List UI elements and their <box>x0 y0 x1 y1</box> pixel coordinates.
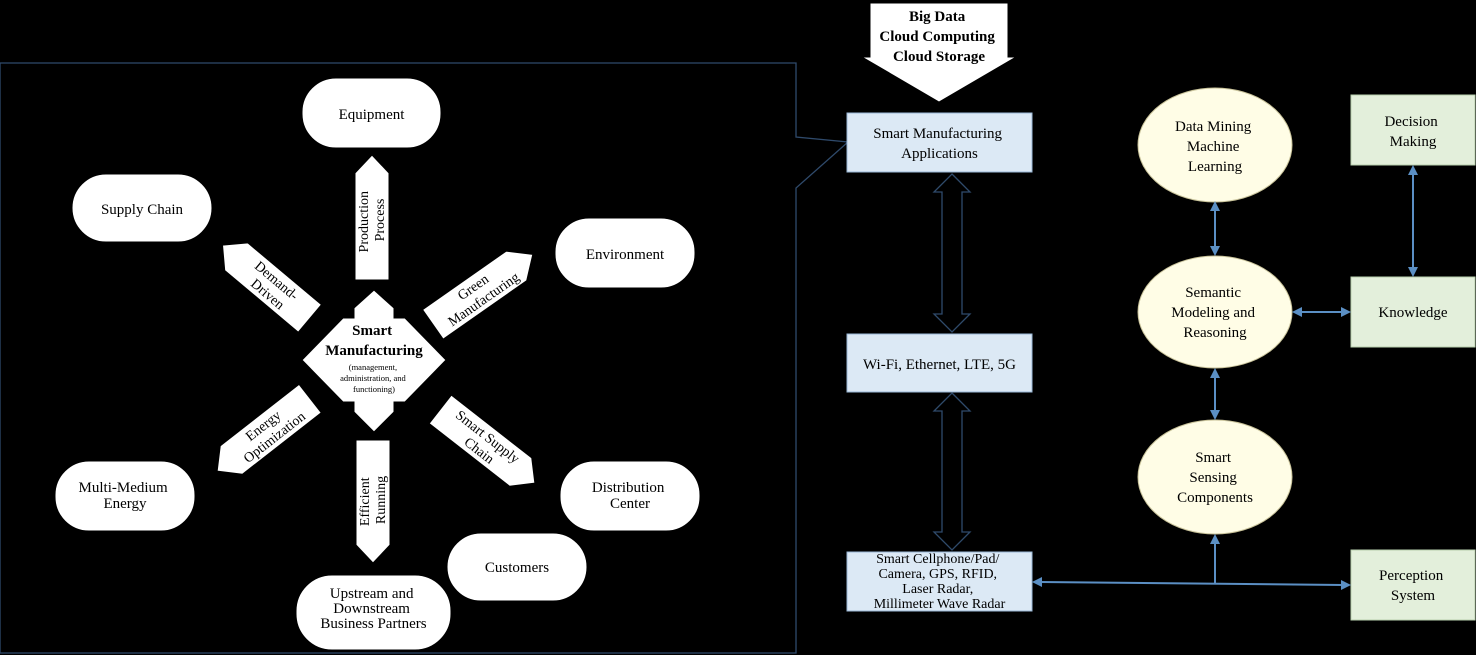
box-decision-making-label: Decision Making <box>1384 114 1441 150</box>
box-knowledge-label: Knowledge <box>1378 305 1447 321</box>
dbl-arrow-apps-network <box>932 173 972 333</box>
arrow-efficient-running <box>355 439 391 564</box>
link-semantic-knowledge <box>1292 307 1351 317</box>
dbl-arrow-network-devices <box>932 392 972 551</box>
arrow-production-process <box>354 154 390 281</box>
box-sm-applications-label: Smart Manufacturing Applications <box>873 126 1005 162</box>
node-business-partners <box>295 574 452 651</box>
box-perception-system-label: Perception System <box>1379 568 1447 604</box>
box-devices <box>846 551 1033 612</box>
node-equipment <box>301 77 442 149</box>
node-customers <box>446 532 588 602</box>
box-perception-system <box>1350 549 1476 621</box>
box-network-label: Wi-Fi, Ethernet, LTE, 5G <box>863 357 1016 373</box>
bigdata-arrow <box>860 2 1018 103</box>
box-devices-label: Smart Cellphone/Pad/ Camera, GPS, RFID, … <box>874 552 1006 612</box>
node-customers-label: Customers <box>485 560 549 576</box>
link-dm-semantic <box>1210 201 1220 256</box>
ellipse-data-mining-label: Data Mining Machine Learning <box>1175 119 1255 175</box>
node-multi-medium-energy-label: Multi-Medium Energy <box>79 480 172 512</box>
node-supply-chain-label: Supply Chain <box>101 202 184 218</box>
node-distribution-center-label: Distribution Center <box>592 480 668 512</box>
link-devices-perception <box>1032 577 1351 590</box>
ellipse-semantic-label: Semantic Modeling and Reasoning <box>1171 285 1259 341</box>
sm-center-title: Smart Manufacturing <box>325 323 423 359</box>
node-environment <box>554 217 696 289</box>
ellipse-sensing-label: Smart Sensing Components <box>1177 450 1253 506</box>
bigdata-label: Big Data Cloud Computing Cloud Storage <box>879 9 998 65</box>
sm-center-subtitle: (management, administration, and functio… <box>340 362 408 394</box>
node-supply-chain <box>71 173 213 243</box>
arrow-green-manufacturing: Green Manufacturing <box>421 250 534 340</box>
box-decision-making <box>1350 94 1476 166</box>
link-sensing-bus <box>1210 534 1220 583</box>
node-business-partners-label: Upstream and Downstream Business Partner… <box>320 586 426 632</box>
arrow-efficient-running-label: Efficient Running <box>358 474 389 526</box>
node-environment-label: Environment <box>586 247 665 263</box>
node-multi-medium-energy <box>54 460 196 532</box>
box-knowledge <box>1350 276 1476 348</box>
node-equipment-label: Equipment <box>339 107 406 123</box>
link-knowledge-decision <box>1408 165 1418 277</box>
arrow-production-process-label: Production Process <box>357 188 388 253</box>
sm-center-shape <box>301 289 447 433</box>
link-semantic-sensing <box>1210 368 1220 420</box>
arrow-demand-driven: Demand- Driven <box>221 242 323 333</box>
node-distribution-center <box>559 460 701 532</box>
box-sm-applications <box>846 112 1033 173</box>
box-network <box>846 333 1033 393</box>
